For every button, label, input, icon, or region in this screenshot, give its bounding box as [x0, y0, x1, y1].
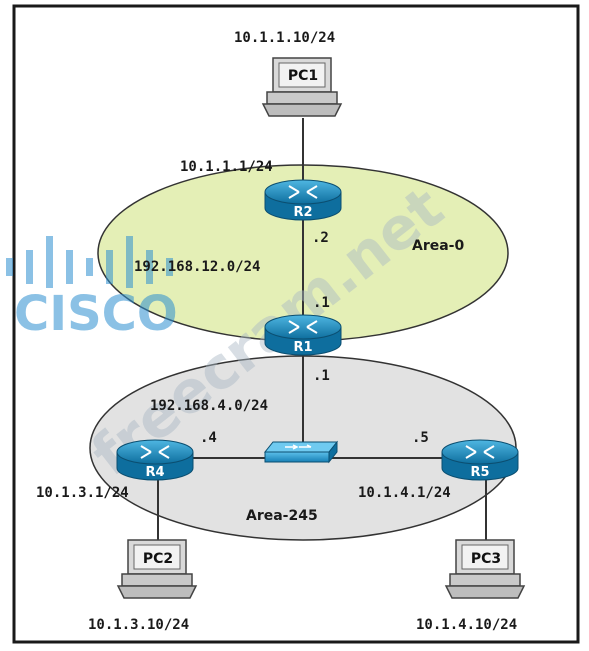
cisco-bars-icon	[6, 236, 173, 288]
router-r2-label: R2	[293, 205, 312, 220]
cisco-wordmark: CISCO	[14, 286, 178, 342]
pc3-icon	[444, 539, 526, 599]
switch-icon	[263, 440, 339, 464]
r1-lower-interface-label: .1	[313, 368, 330, 384]
router-r4-icon	[116, 439, 194, 481]
pc3-ip-label: 10.1.4.10/24	[416, 617, 517, 633]
pc2-icon	[116, 539, 198, 599]
pc1-ip-label: 10.1.1.10/24	[234, 30, 335, 46]
network-r1-r2-label: 192.168.12.0/24	[134, 259, 260, 275]
r4-lan-ip-label: 10.1.3.1/24	[36, 485, 129, 501]
r5-interface-label: .5	[412, 430, 429, 446]
router-r5-label: R5	[470, 465, 489, 480]
r5-lan-ip-label: 10.1.4.1/24	[358, 485, 451, 501]
cisco-watermark: CISCO	[6, 236, 178, 342]
router-r1-label: R1	[293, 340, 312, 355]
router-r5-icon	[441, 439, 519, 481]
pc2-ip-label: 10.1.3.10/24	[88, 617, 189, 633]
r2-lan-ip-label: 10.1.1.1/24	[180, 159, 273, 175]
router-r2-icon	[264, 179, 342, 221]
r2-interface-label: .2	[312, 230, 329, 246]
r1-upper-interface-label: .1	[313, 295, 330, 311]
pc1-label: PC1	[288, 68, 318, 84]
router-r1-icon	[264, 314, 342, 356]
diagram-frame	[12, 4, 580, 644]
pc1-icon	[261, 57, 343, 117]
pc3-label: PC3	[471, 551, 501, 567]
router-r4-label: R4	[145, 465, 164, 480]
area-245-label: Area-245	[246, 508, 318, 524]
network-area245-label: 192.168.4.0/24	[150, 398, 268, 414]
pc2-label: PC2	[143, 551, 173, 567]
area-0-label: Area-0	[412, 238, 464, 254]
r4-interface-label: .4	[200, 430, 217, 446]
